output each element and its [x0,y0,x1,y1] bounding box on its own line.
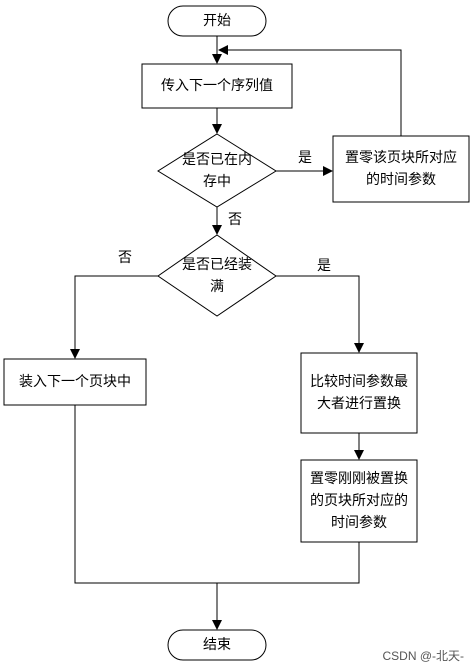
in-memory-label: 是否已在内 存中 [182,152,252,190]
reset-replaced-label: 置零刚刚被置换 的页块所对应的 时间参数 [310,471,408,531]
input-value-process-shape [141,63,293,109]
memory-no-label: 否 [228,212,242,228]
input-value-label: 传入下一个序列值 [161,78,273,94]
replace-max-process-shape [300,352,418,434]
edge-full-no-to-load [70,275,158,359]
memory-yes-label: 是 [298,150,312,166]
edge-reset-loop-back [218,45,402,136]
load-next-label: 装入下一个页块中 [19,374,131,390]
edge-full-yes-to-replace [276,275,364,353]
edge-reset-to-merge [217,542,360,584]
reset-replaced-process-shape [300,459,418,543]
is-full-decision-shape [157,234,277,317]
full-no-label: 否 [118,250,132,266]
end-label: 结束 [203,637,231,653]
watermark-text: CSDN @-北天- [382,649,464,663]
load-next-process-shape [3,358,147,406]
end-terminal-shape [167,629,267,661]
full-yes-label: 是 [317,258,331,274]
reset-time-process-shape [332,135,470,203]
replace-max-label: 比较时间参数最 大者进行置换 [310,374,408,412]
is-full-label: 是否已经装 满 [182,257,252,295]
start-label: 开始 [203,13,231,29]
reset-time-label: 置零该页块所对应 的时间参数 [345,150,457,188]
edge-load-to-merge [74,405,217,584]
